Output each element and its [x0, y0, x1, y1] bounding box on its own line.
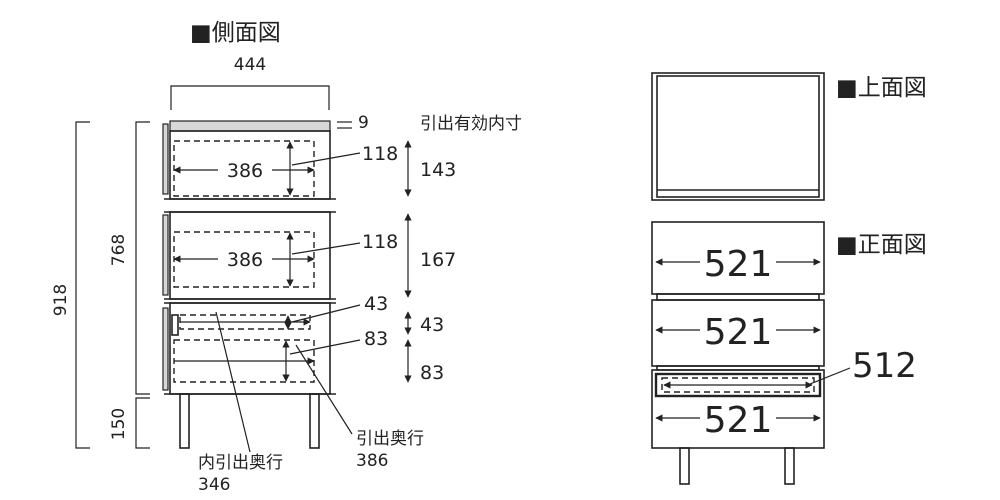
- total-height-dimension: 918: [51, 121, 90, 449]
- top-view: ■上面図: [651, 72, 927, 201]
- side-leg-back: [309, 393, 320, 449]
- drawer-3-inner-height-label: 83: [364, 328, 388, 350]
- drawer-1-effective-label: 143: [420, 159, 456, 181]
- side-leg-front: [179, 393, 190, 449]
- drawer-depth-value: 386: [356, 451, 388, 471]
- top-thickness-dimension: 9: [337, 113, 369, 133]
- width-label: 444: [234, 55, 266, 75]
- width-dimension: 444: [170, 55, 330, 110]
- inner-drawer-outline: [654, 372, 822, 398]
- inner-drawer-depth-caption: 内引出奥行: [198, 453, 283, 473]
- drawer-3-effective-label: 83: [420, 362, 444, 384]
- top-view-title: ■上面図: [836, 75, 927, 101]
- drawer-front-1: [162, 123, 169, 195]
- drawer-front-3: [162, 307, 169, 391]
- inner-drawer-width-label: 512: [852, 346, 917, 386]
- front-drawer-1-width-label: 521: [704, 244, 773, 285]
- front-leg-left: [679, 447, 690, 485]
- front-view: ■正面図 521 521 512 521: [651, 221, 927, 485]
- depth-callouts: 内引出奥行 346 引出奥行 386: [198, 311, 424, 495]
- top-view-outline: [651, 72, 825, 201]
- drawer-front-2: [162, 214, 169, 296]
- inner-drawer-depth-value: 346: [198, 475, 230, 495]
- drawer-2-depth-label: 386: [227, 249, 263, 271]
- leg-height-dimension: 150: [109, 397, 150, 449]
- drawer-2-effective-label: 167: [420, 249, 456, 271]
- front-drawer-2-width-label: 521: [704, 312, 773, 353]
- front-view-title: ■正面図: [836, 232, 927, 258]
- front-drawer-3-width-label: 521: [704, 400, 773, 441]
- total-height-label: 918: [51, 284, 71, 316]
- drawer-depth-caption: 引出奥行: [356, 429, 424, 449]
- body-height-label: 768: [109, 234, 129, 266]
- side-view: ■側面図 444 918 768 150: [51, 20, 522, 495]
- drawer-3-tray-effective-label: 43: [420, 314, 444, 336]
- top-thickness-label: 9: [358, 113, 369, 133]
- drawer-1-inner-height-label: 118: [362, 143, 398, 165]
- front-drawer-3: [651, 369, 825, 449]
- side-view-title: ■側面図: [190, 20, 281, 46]
- top-board: [169, 120, 331, 132]
- drawer-2-inner-height-label: 118: [362, 231, 398, 253]
- side-cabinet: [162, 120, 336, 449]
- drawer-2-dimensions: 386 118 167: [173, 213, 456, 298]
- body-height-dimension: 768: [109, 121, 150, 395]
- drawer-1-dimensions: 386 118 143: [173, 140, 456, 197]
- leg-height-label: 150: [109, 408, 129, 440]
- internal-dimension-caption: 引出有効内寸: [420, 114, 522, 134]
- drawer-1-depth-label: 386: [227, 160, 263, 182]
- drawer-3-tray-height-label: 43: [364, 293, 388, 315]
- drawer-3-dimensions: 43 83 43 83: [173, 293, 444, 384]
- front-leg-right: [784, 447, 795, 485]
